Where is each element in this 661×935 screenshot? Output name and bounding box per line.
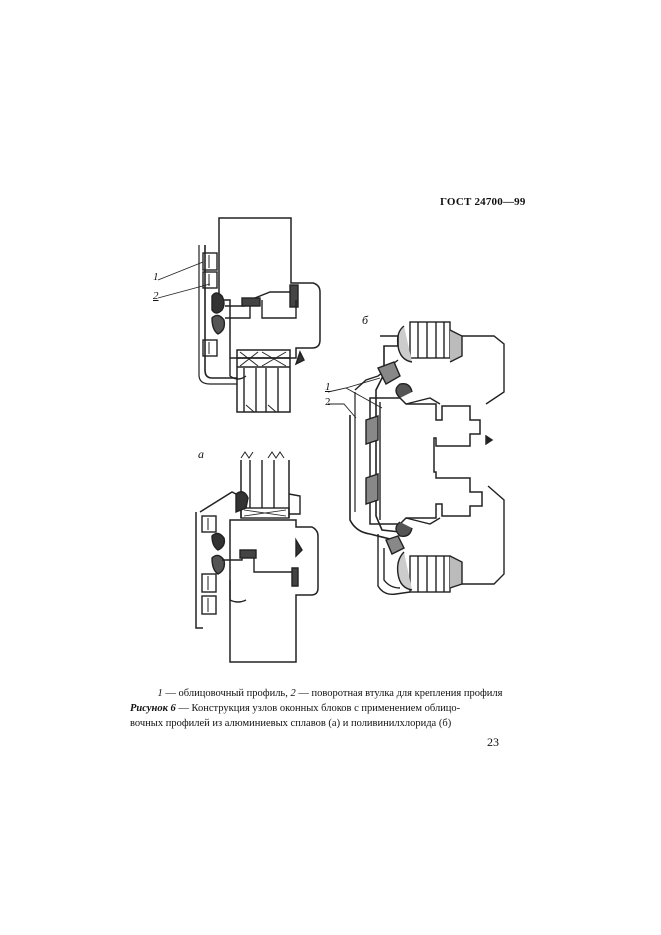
- figure-caption: 1 — облицовочный профиль, 2 — поворотная…: [130, 686, 530, 731]
- figure-label-a: а: [198, 447, 204, 461]
- lower-left-section: [195, 451, 319, 663]
- figure-title-b: б: [442, 718, 448, 729]
- figure-title-text-4: ): [447, 718, 452, 729]
- page-header: ГОСТ 24700—99: [440, 196, 526, 208]
- callout-label-2-right: 2: [325, 396, 331, 408]
- figure-legend: 1 — облицовочный профиль, 2 — поворотная…: [130, 686, 530, 701]
- figure-title-line-2: вочных профилей из алюминиевых сплавов (…: [130, 716, 530, 731]
- callout-label-1-right: 1: [325, 381, 331, 393]
- legend-text-1: — облицовочный профиль,: [162, 688, 291, 699]
- figure-title-text-1: — Конструкция узлов оконных блоков с при…: [175, 703, 461, 714]
- figure-label-b: б: [362, 313, 369, 327]
- callout-label-1-left: 1: [153, 271, 159, 283]
- figure-title-text-3: ) и поливинилхлорида (: [336, 718, 443, 729]
- figure-title-line-1: Рисунок 6 — Конструкция узлов оконных бл…: [130, 701, 530, 716]
- figure-title-text-2: вочных профилей из алюминиевых сплавов (: [130, 718, 332, 729]
- legend-text-2: — поворотная втулка для крепления профил…: [295, 688, 503, 699]
- right-section: [349, 321, 505, 596]
- figure-title-a: а: [331, 718, 337, 729]
- figure-window-sections: [157, 217, 505, 663]
- upper-left-section: [198, 217, 321, 413]
- callout-label-2-left: 2: [153, 290, 159, 302]
- page-number: 23: [487, 735, 499, 749]
- figure-title-label: Рисунок 6: [130, 703, 176, 714]
- legend-number-2: 2: [290, 688, 296, 699]
- legend-number-1: 1: [157, 688, 163, 699]
- callouts: [157, 261, 383, 419]
